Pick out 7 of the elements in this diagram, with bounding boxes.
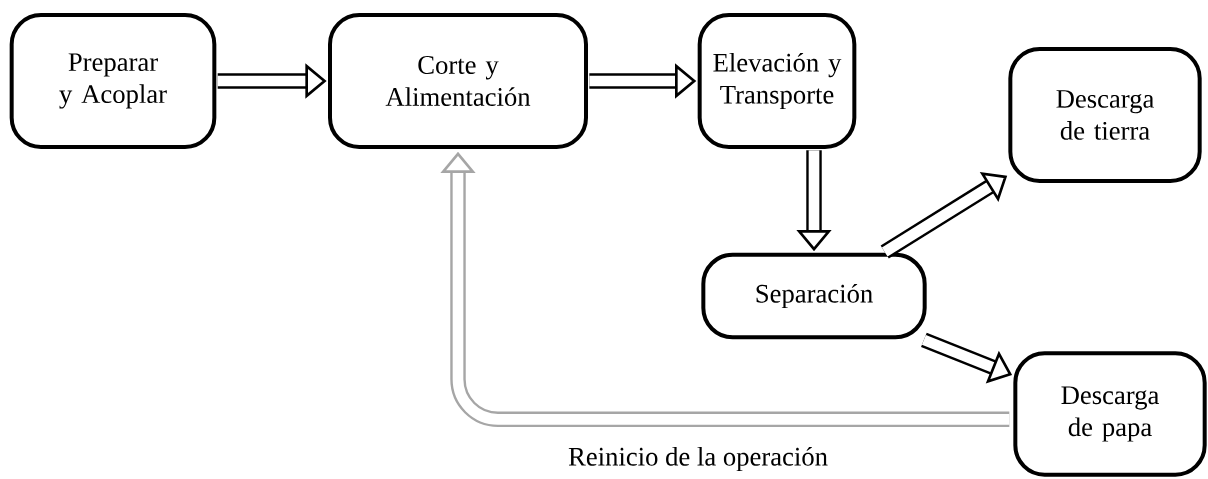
process-box: Corte y Alimentación bbox=[328, 13, 588, 149]
process-box: Preparar y Acoplar bbox=[9, 13, 217, 149]
process-box: Separación bbox=[701, 252, 927, 340]
process-box: Descarga de tierra bbox=[1008, 47, 1202, 183]
process-box: Descarga de papa bbox=[1013, 351, 1207, 477]
process-box: Elevación y Transporte bbox=[697, 13, 857, 149]
edge-label: Reinicio de la operación bbox=[568, 446, 828, 472]
